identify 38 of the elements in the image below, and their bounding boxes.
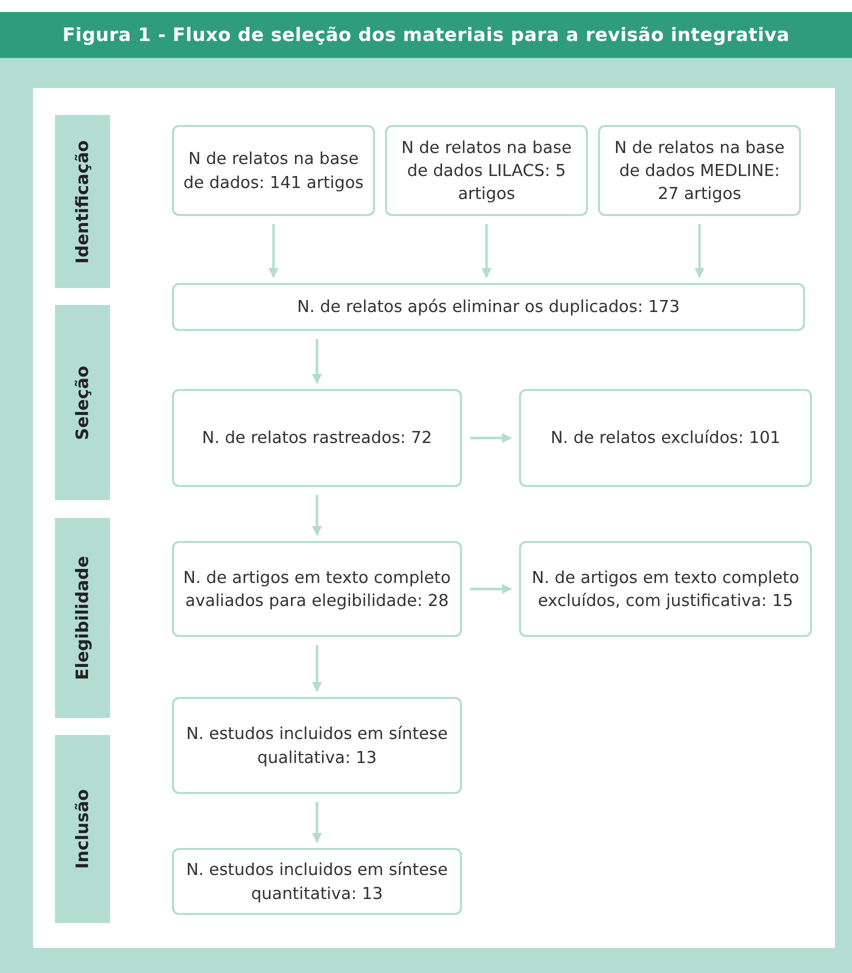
arrow — [470, 584, 512, 594]
arrow — [312, 339, 322, 384]
box-text: N de relatos na base de dados MEDLINE: 27 artigos — [613, 136, 786, 206]
arrow — [694, 224, 704, 278]
stage-label: Elegibilidade — [72, 556, 92, 680]
box-text: N. de artigos em texto completo excluídos, com justificativa: 15 — [530, 566, 800, 612]
stage-band — [55, 115, 110, 288]
stage-label: Identificação — [72, 140, 92, 264]
process-box — [172, 125, 375, 216]
process-box — [172, 283, 805, 331]
process-box — [172, 389, 462, 487]
stage-label: Inclusão — [72, 789, 92, 869]
arrow — [312, 645, 322, 692]
stage-label: Seleção — [72, 365, 92, 440]
box-text: N. de relatos após eliminar os duplicados: 173 — [297, 296, 680, 318]
box-text: N de relatos na base de dados LILACS: 5 artigos — [400, 136, 573, 206]
box-text: N de relatos na base de dados: 141 artigos — [182, 148, 365, 194]
stage-band — [55, 518, 110, 718]
process-box — [172, 541, 462, 637]
process-box — [519, 541, 812, 637]
process-box — [172, 848, 462, 915]
process-box — [172, 697, 462, 794]
arrow — [312, 495, 322, 536]
stage-band — [55, 735, 110, 923]
process-box — [519, 389, 812, 487]
process-box — [598, 125, 801, 216]
arrow — [268, 224, 278, 278]
arrow — [312, 802, 322, 843]
box-text: N. de artigos em texto completo avaliados para elegibilidade: 28 — [182, 566, 452, 612]
box-text: N. estudos incluidos em síntese qualitativa: 13 — [185, 723, 449, 768]
process-box — [385, 125, 588, 216]
box-text: N. estudos incluidos em síntese quantitativa: 13 — [185, 859, 449, 904]
box-text: N. de relatos excluídos: 101 — [550, 427, 780, 450]
figure-title: Figura 1 - Fluxo de seleção dos materiais para a revisão integrativa — [62, 24, 790, 46]
arrow — [470, 433, 512, 443]
arrow — [482, 224, 492, 278]
stage-band — [55, 305, 110, 500]
box-text: N. de relatos rastreados: 72 — [202, 427, 432, 450]
